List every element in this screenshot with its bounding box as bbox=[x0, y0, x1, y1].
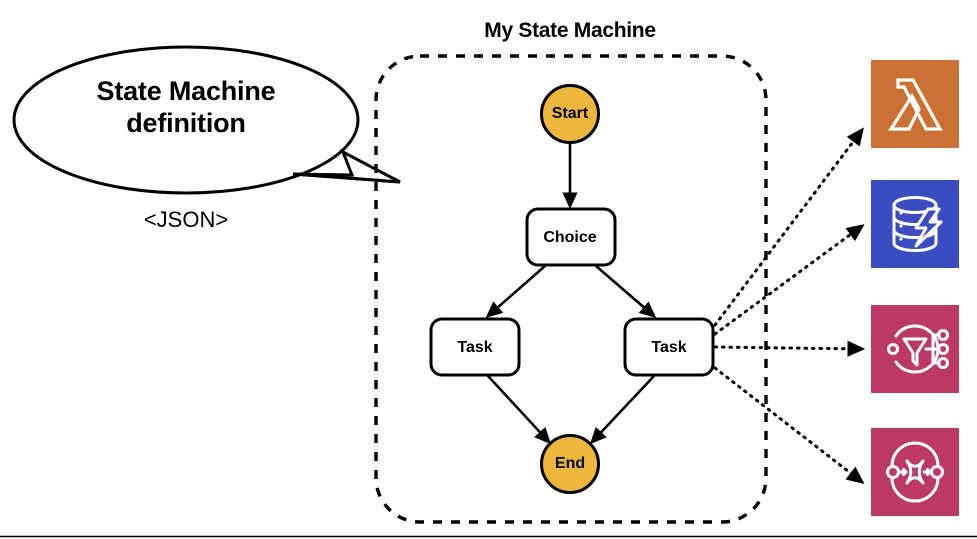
callout-tail-edge bbox=[292, 172, 401, 184]
state-node-choice[interactable] bbox=[525, 207, 617, 267]
edge-task-to-lambda bbox=[713, 127, 864, 327]
db-dot-3 bbox=[899, 237, 903, 241]
service-tile-lambda[interactable] bbox=[871, 60, 959, 148]
integration-edges bbox=[713, 127, 866, 484]
sns-node-out-2 bbox=[937, 343, 949, 355]
state-machine-title: My State Machine bbox=[484, 19, 656, 42]
edge-task-to-sqs bbox=[713, 366, 865, 484]
aws-dynamodb-icon bbox=[871, 180, 959, 268]
db-ring-2 bbox=[892, 228, 938, 239]
service-tile-dynamodb[interactable] bbox=[871, 180, 959, 268]
state-node-task-left[interactable] bbox=[429, 317, 521, 377]
sns-funnel bbox=[902, 337, 928, 367]
state-label-end: End bbox=[554, 455, 586, 472]
db-dot-2 bbox=[899, 224, 903, 228]
sqs-queue-shape bbox=[905, 459, 925, 485]
edge-task-right-to-end bbox=[589, 375, 655, 445]
service-tile-sqs[interactable] bbox=[871, 428, 959, 516]
aws-lambda-icon bbox=[871, 60, 959, 148]
state-machine-definition-callout bbox=[12, 45, 401, 195]
callout-subtitle: <JSON> bbox=[143, 207, 229, 232]
state-node-start[interactable] bbox=[540, 84, 600, 144]
state-machine-container bbox=[374, 54, 768, 524]
db-dot-1 bbox=[899, 211, 903, 215]
state-label-task-left: Task bbox=[457, 339, 493, 356]
db-lightning-bolt bbox=[914, 207, 943, 248]
aws-sns-icon bbox=[871, 305, 959, 393]
edge-task-to-sns bbox=[713, 340, 866, 357]
state-label-task-right: Task bbox=[651, 339, 687, 356]
edge-task-left-to-end bbox=[487, 375, 552, 445]
sns-node-out-3 bbox=[937, 357, 949, 369]
tile-background bbox=[871, 305, 959, 393]
sqs-arc-bottom bbox=[890, 476, 940, 503]
sns-node-out-1 bbox=[937, 329, 949, 341]
tile-background bbox=[871, 428, 959, 516]
state-label-choice: Choice bbox=[543, 229, 597, 246]
edge-task-to-dynamodb bbox=[713, 224, 865, 336]
sqs-arrow-in bbox=[898, 468, 909, 476]
state-node-task-right[interactable] bbox=[623, 317, 715, 377]
transition-edges bbox=[485, 143, 657, 445]
db-body bbox=[892, 203, 938, 252]
lambda-upper-stroke bbox=[896, 78, 943, 131]
callout-bubble bbox=[12, 45, 360, 195]
sqs-arrow-out bbox=[922, 468, 933, 476]
lambda-lower-stroke bbox=[888, 92, 921, 131]
aws-sqs-icon bbox=[871, 428, 959, 516]
service-tile-sns[interactable] bbox=[871, 305, 959, 393]
callout-title: State Machine definition bbox=[96, 76, 276, 138]
state-label-start: Start bbox=[551, 105, 589, 122]
state-node-end[interactable] bbox=[540, 434, 600, 494]
edge-choice-to-task-left bbox=[485, 265, 546, 319]
sns-node-in bbox=[887, 343, 899, 355]
edge-choice-to-task-right bbox=[595, 265, 657, 318]
db-ring-1 bbox=[892, 215, 938, 226]
sqs-arc-top bbox=[890, 441, 940, 468]
